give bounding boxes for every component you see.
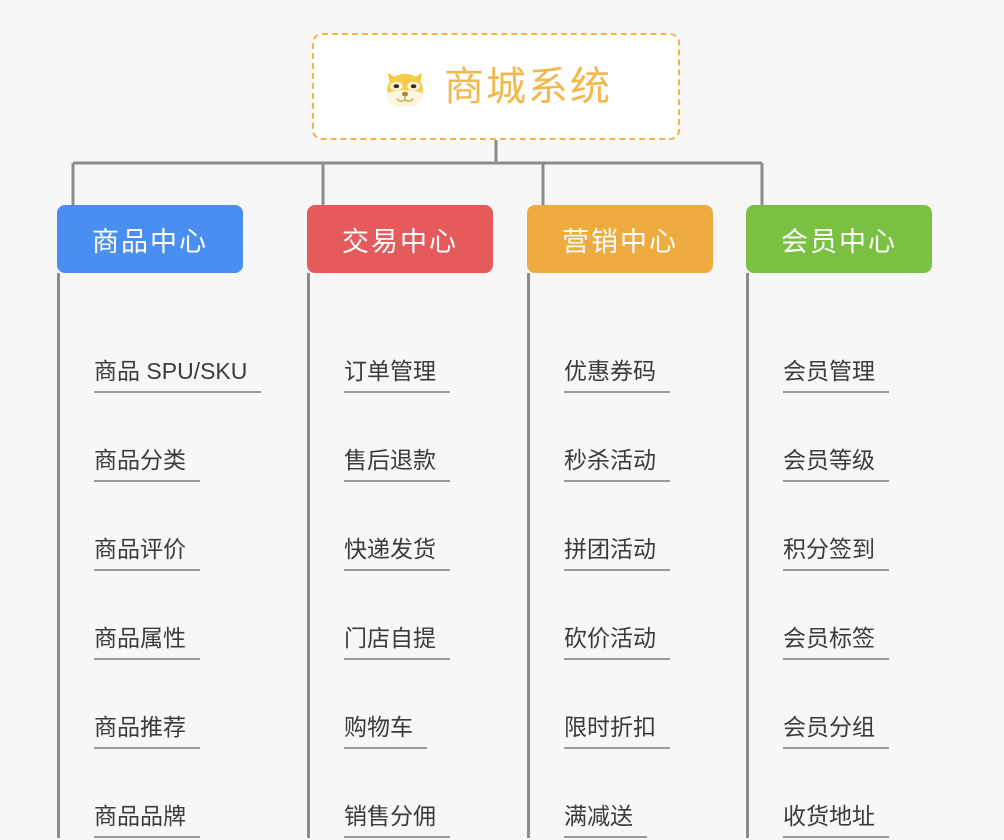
leaf-item[interactable]: 会员管理 xyxy=(749,304,932,393)
leaf-item[interactable]: 商品属性 xyxy=(60,571,243,660)
leaf-list-product-center: 商品 SPU/SKU 商品分类商品评价商品属性商品推荐商品品牌 xyxy=(57,273,262,838)
leaf-item[interactable]: 满减送 xyxy=(530,749,713,838)
leaf-item[interactable]: 商品评价 xyxy=(60,482,243,571)
leaf-item[interactable]: 积分签到 xyxy=(749,482,932,571)
branch-product-center: 商品中心商品 SPU/SKU 商品分类商品评价商品属性商品推荐商品品牌 xyxy=(57,205,262,838)
leaf-item-label: 满减送 xyxy=(564,803,647,838)
leaf-list-trade-center: 订单管理售后退款快递发货门店自提购物车销售分佣 xyxy=(307,273,493,838)
branch-trade-center: 交易中心订单管理售后退款快递发货门店自提购物车销售分佣 xyxy=(307,205,493,838)
leaf-item-label: 砍价活动 xyxy=(564,625,670,660)
branch-member-center: 会员中心会员管理会员等级积分签到会员标签会员分组收货地址 xyxy=(746,205,932,838)
leaf-item-label: 收货地址 xyxy=(783,803,889,838)
leaf-item[interactable]: 快递发货 xyxy=(310,482,493,571)
leaf-item-label: 会员分组 xyxy=(783,714,889,749)
leaf-item-label: 商品推荐 xyxy=(94,714,200,749)
leaf-item[interactable]: 拼团活动 xyxy=(530,482,713,571)
leaf-item[interactable]: 秒杀活动 xyxy=(530,393,713,482)
leaf-item[interactable]: 限时折扣 xyxy=(530,660,713,749)
leaf-item-label: 积分签到 xyxy=(783,536,889,571)
branch-marketing-center: 营销中心优惠券码秒杀活动拼团活动砍价活动限时折扣满减送 xyxy=(527,205,713,838)
branch-header-member-center[interactable]: 会员中心 xyxy=(746,205,932,273)
leaf-item[interactable]: 会员标签 xyxy=(749,571,932,660)
leaf-item[interactable]: 优惠券码 xyxy=(530,304,713,393)
branch-header-marketing-center[interactable]: 营销中心 xyxy=(527,205,713,273)
leaf-item[interactable]: 订单管理 xyxy=(310,304,493,393)
leaf-item[interactable]: 会员等级 xyxy=(749,393,932,482)
leaf-item-label: 订单管理 xyxy=(344,358,450,393)
leaf-item[interactable]: 购物车 xyxy=(310,660,493,749)
leaf-item-label: 快递发货 xyxy=(344,536,450,571)
leaf-item-label: 商品评价 xyxy=(94,536,200,571)
leaf-item-label: 商品 SPU/SKU xyxy=(94,358,262,393)
leaf-list-member-center: 会员管理会员等级积分签到会员标签会员分组收货地址 xyxy=(746,273,932,838)
leaf-item[interactable]: 砍价活动 xyxy=(530,571,713,660)
leaf-item[interactable]: 商品品牌 xyxy=(60,749,243,838)
branch-header-label: 营销中心 xyxy=(562,226,678,257)
leaf-item-label: 销售分佣 xyxy=(344,803,450,838)
leaf-item-label: 商品品牌 xyxy=(94,803,200,838)
branch-header-label: 会员中心 xyxy=(781,226,897,257)
leaf-item[interactable]: 售后退款 xyxy=(310,393,493,482)
leaf-item-label: 商品属性 xyxy=(94,625,200,660)
leaf-item[interactable]: 会员分组 xyxy=(749,660,932,749)
leaf-item[interactable]: 商品 SPU/SKU xyxy=(60,304,262,393)
leaf-list-marketing-center: 优惠券码秒杀活动拼团活动砍价活动限时折扣满减送 xyxy=(527,273,713,838)
leaf-item[interactable]: 商品分类 xyxy=(60,393,243,482)
leaf-item-label: 秒杀活动 xyxy=(564,447,670,482)
leaf-item[interactable]: 门店自提 xyxy=(310,571,493,660)
branch-header-trade-center[interactable]: 交易中心 xyxy=(307,205,493,273)
branch-header-product-center[interactable]: 商品中心 xyxy=(57,205,243,273)
leaf-item-label: 拼团活动 xyxy=(564,536,670,571)
leaf-item-label: 会员管理 xyxy=(783,358,889,393)
shiba-dog-face-icon xyxy=(380,62,430,112)
leaf-item-label: 会员标签 xyxy=(783,625,889,660)
leaf-item-label: 限时折扣 xyxy=(564,714,670,749)
leaf-item-label: 优惠券码 xyxy=(564,358,670,393)
leaf-item[interactable]: 收货地址 xyxy=(749,749,932,838)
leaf-item[interactable]: 商品推荐 xyxy=(60,660,243,749)
leaf-item-label: 商品分类 xyxy=(94,447,200,482)
branch-header-label: 交易中心 xyxy=(342,226,458,257)
leaf-item-label: 门店自提 xyxy=(344,625,450,660)
leaf-item-label: 售后退款 xyxy=(344,447,450,482)
leaf-item[interactable]: 销售分佣 xyxy=(310,749,493,838)
leaf-item-label: 会员等级 xyxy=(783,447,889,482)
leaf-item-label: 购物车 xyxy=(344,714,427,749)
root-title: 商城系统 xyxy=(444,64,612,109)
root-node[interactable]: 商城系统 xyxy=(312,33,680,140)
branch-header-label: 商品中心 xyxy=(92,226,208,257)
